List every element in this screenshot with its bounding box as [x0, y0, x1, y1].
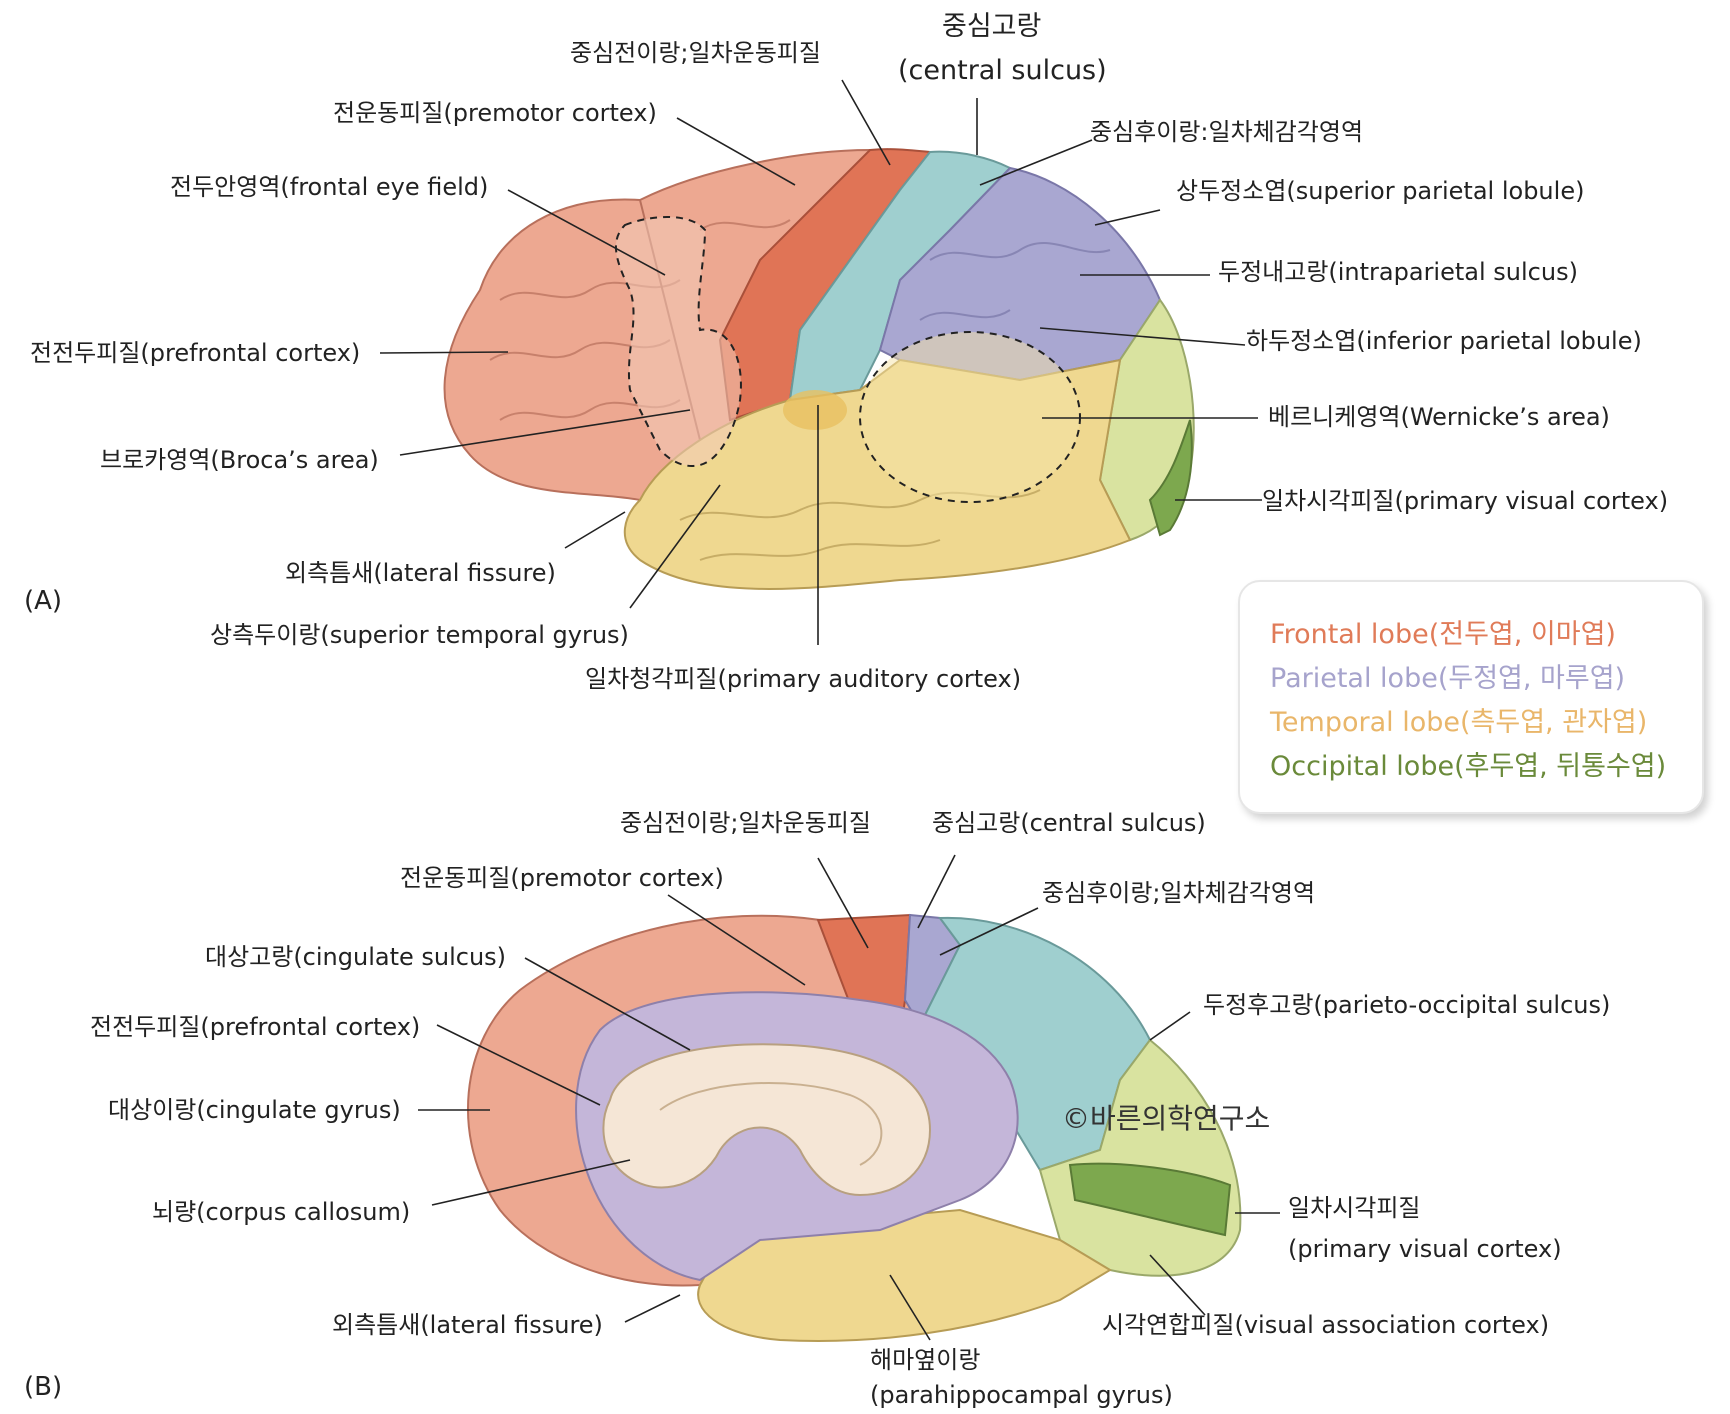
copyright-watermark: ©바른의학연구소	[1062, 1102, 1271, 1135]
label-a-primary-auditory: 일차청각피질(primary auditory cortex)	[585, 665, 1022, 693]
label-b-central-sulcus: 중심고랑(central sulcus)	[932, 809, 1206, 837]
label-a-superior-parietal: 상두정소엽(superior parietal lobule)	[1176, 177, 1585, 205]
leader-lines-a	[379, 79, 1262, 645]
broca-dashed-outline	[614, 216, 742, 467]
label-b-prefrontal: 전전두피질(prefrontal cortex)	[90, 1013, 421, 1041]
label-b-corpus-callosum: 뇌량(corpus callosum)	[152, 1198, 411, 1226]
label-a-intraparietal: 두정내고랑(intraparietal sulcus)	[1218, 258, 1578, 286]
label-b-parahippocampal-kr: 해마옆이랑	[870, 1346, 981, 1374]
legend-temporal: Temporal lobe(측두엽, 관자엽)	[1270, 707, 1648, 738]
label-a-superior-temporal: 상측두이랑(superior temporal gyrus)	[210, 621, 629, 649]
primary-visual-region-a	[1148, 419, 1193, 537]
label-b-parahippocampal-en: (parahippocampal gyrus)	[870, 1381, 1173, 1409]
legend-occipital: Occipital lobe(후두엽, 뒤통수엽)	[1270, 751, 1667, 782]
leader-lines-b	[418, 854, 1280, 1341]
medial-parietal-region	[918, 916, 1152, 1172]
legend-parietal: Parietal lobe(두정엽, 마루엽)	[1270, 663, 1626, 694]
label-a-postcentral: 중심후이랑:일차체감각영역	[1090, 118, 1364, 146]
label-b-primary-visual-en: (primary visual cortex)	[1288, 1235, 1562, 1263]
medial-temporal-region	[697, 1208, 1112, 1342]
label-a-central-sulcus-kr: 중심고랑	[942, 11, 1042, 42]
medial-brain-view	[418, 854, 1280, 1342]
panel-b-tag: (B)	[24, 1372, 63, 1402]
legend-frontal: Frontal lobe(전두엽, 이마엽)	[1270, 619, 1616, 650]
auditory-cortex-spot	[783, 390, 847, 430]
postcentral-gyrus-region	[788, 150, 1012, 402]
label-a-wernicke: 베르니케영역(Wernicke’s area)	[1268, 403, 1610, 431]
label-a-lateral-fissure: 외측틈새(lateral fissure)	[285, 559, 556, 587]
lobe-legend: Frontal lobe(전두엽, 이마엽) Parietal lobe(두정엽…	[1238, 580, 1704, 814]
label-a-precentral: 중심전이랑;일차운동피질	[570, 39, 821, 67]
corpus-callosum-region	[602, 1043, 932, 1197]
label-b-cingulate-gyrus: 대상이랑(cingulate gyrus)	[108, 1096, 401, 1124]
label-b-parieto-occipital: 두정후고랑(parieto-occipital sulcus)	[1203, 991, 1611, 1019]
label-b-precentral: 중심전이랑;일차운동피질	[620, 809, 871, 837]
label-b-primary-visual-kr: 일차시각피질	[1288, 1194, 1421, 1222]
wernicke-dashed-outline	[859, 331, 1081, 503]
label-a-central-sulcus-en: (central sulcus)	[898, 55, 1107, 86]
label-b-premotor: 전운동피질(premotor cortex)	[400, 864, 724, 892]
label-b-lateral-fissure: 외측틈새(lateral fissure)	[332, 1311, 603, 1339]
label-b-visual-association: 시각연합피질(visual association cortex)	[1102, 1311, 1550, 1339]
panel-a-tag: (A)	[24, 586, 63, 616]
label-b-postcentral: 중심후이랑;일차체감각영역	[1042, 879, 1316, 907]
lateral-brain-view	[379, 79, 1262, 645]
label-a-broca: 브로카영역(Broca’s area)	[100, 446, 379, 474]
label-a-prefrontal: 전전두피질(prefrontal cortex)	[30, 339, 361, 367]
label-a-premotor: 전운동피질(premotor cortex)	[333, 99, 657, 127]
label-b-cingulate-sulcus: 대상고랑(cingulate sulcus)	[205, 943, 507, 971]
label-a-primary-visual: 일차시각피질(primary visual cortex)	[1262, 487, 1669, 515]
label-a-frontal-eye-field: 전두안영역(frontal eye field)	[170, 173, 489, 201]
primary-visual-region-b	[1068, 1162, 1232, 1237]
label-a-inferior-parietal: 하두정소엽(inferior parietal lobule)	[1246, 327, 1642, 355]
